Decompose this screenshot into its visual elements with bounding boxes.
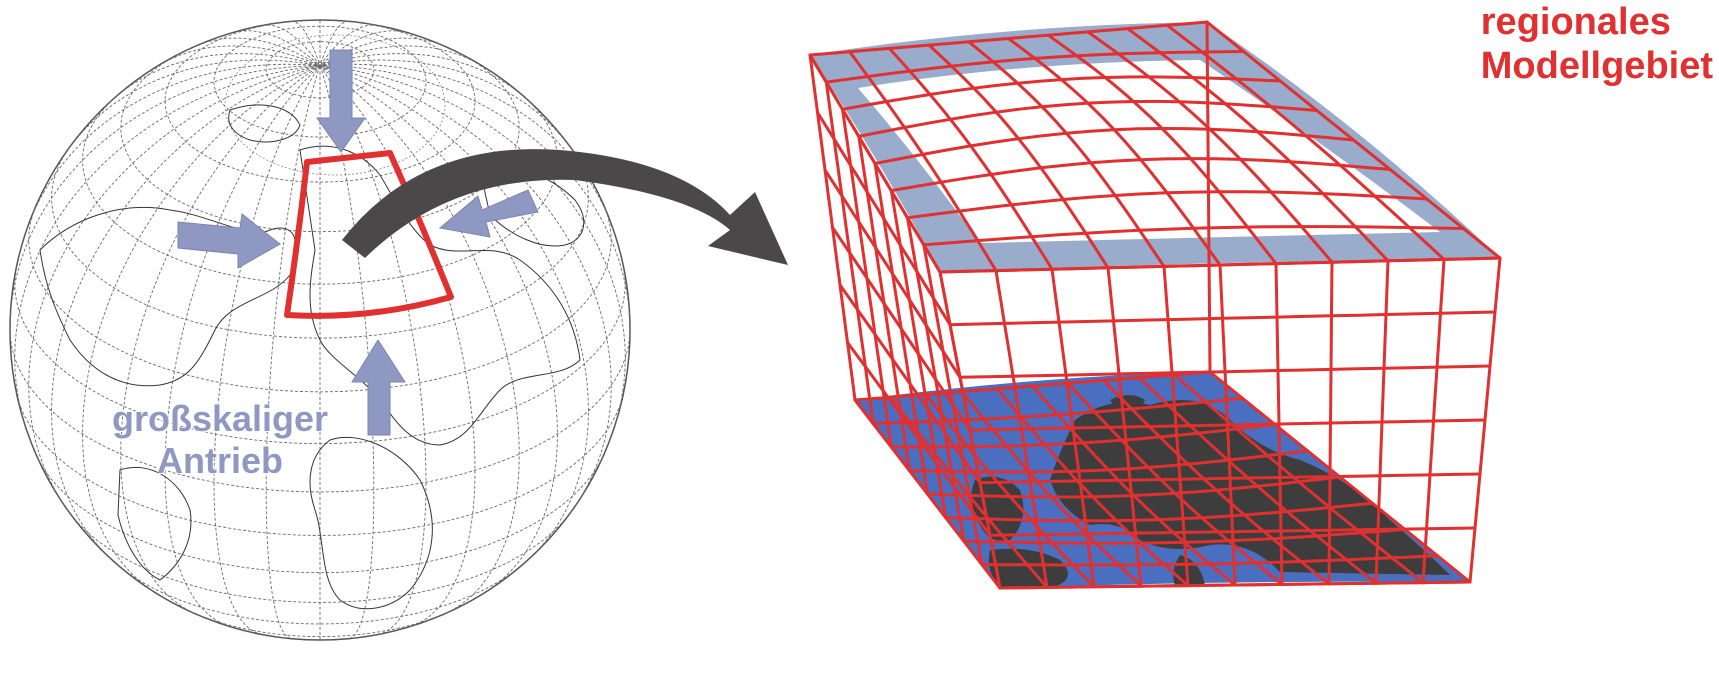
label-line: regionales bbox=[1480, 1, 1671, 43]
grid-line bbox=[857, 99, 1319, 138]
grid-line bbox=[823, 168, 962, 379]
grid-line bbox=[816, 111, 952, 327]
regional-model-box bbox=[808, 20, 1502, 590]
graticule-line bbox=[319, 65, 630, 331]
grid-line bbox=[948, 310, 1497, 327]
graticule-line bbox=[82, 65, 321, 591]
label-line: Antrieb bbox=[157, 440, 284, 481]
graticule-line bbox=[24, 63, 321, 235]
label-line: großskaliger bbox=[112, 398, 329, 439]
grid-line bbox=[871, 396, 1244, 425]
grid-line bbox=[853, 370, 1212, 402]
grid-line bbox=[926, 475, 1342, 499]
grid-line bbox=[1205, 20, 1212, 374]
graticule-line bbox=[213, 25, 427, 138]
grid-line bbox=[831, 226, 972, 432]
grid-line bbox=[808, 53, 942, 274]
graticule-line bbox=[290, 20, 321, 66]
curved-arrow-icon bbox=[342, 149, 788, 265]
graticule-line bbox=[120, 47, 520, 233]
graticule-line bbox=[319, 65, 520, 614]
grid-line bbox=[938, 256, 1502, 274]
graticule-line bbox=[319, 65, 476, 627]
grid-line bbox=[907, 449, 1309, 474]
arrow-icon-left bbox=[177, 213, 281, 269]
graticule-line bbox=[111, 53, 321, 102]
graticule-line bbox=[319, 65, 589, 560]
regional-model-label: regionales Modellgebiet bbox=[1481, 0, 1713, 88]
grid-line bbox=[980, 554, 1439, 567]
graticule-line bbox=[319, 63, 616, 235]
grid-line bbox=[889, 157, 1392, 193]
graticule-line bbox=[262, 24, 321, 66]
grid-line bbox=[873, 126, 1355, 165]
graticule-line bbox=[14, 65, 321, 426]
graticule-line bbox=[265, 65, 321, 640]
top-interior bbox=[858, 60, 1440, 243]
graticule-line bbox=[319, 53, 529, 102]
grid-line bbox=[962, 528, 1407, 545]
grid-line bbox=[838, 283, 982, 485]
grid-line bbox=[958, 364, 1492, 379]
grid-line bbox=[968, 418, 1487, 432]
graticule-line bbox=[319, 65, 612, 511]
grid-line bbox=[906, 190, 1429, 220]
label-line: Modellgebiet bbox=[1480, 45, 1713, 87]
graticule-line bbox=[10, 335, 630, 493]
grid-line bbox=[846, 341, 992, 537]
arrow-icon-top bbox=[316, 49, 366, 153]
graticule-line bbox=[114, 561, 526, 625]
grid-line bbox=[922, 225, 1465, 247]
graticule-line bbox=[319, 20, 350, 66]
graticule-line bbox=[194, 37, 321, 67]
graticule-line bbox=[120, 65, 321, 614]
graticule-line bbox=[28, 65, 321, 511]
grid-line bbox=[889, 423, 1277, 449]
graticule-line bbox=[28, 202, 612, 393]
grid-line bbox=[978, 472, 1482, 485]
graticule-line bbox=[151, 45, 321, 70]
grid-line bbox=[824, 50, 1246, 84]
grid-line bbox=[998, 580, 1472, 590]
graticule-line bbox=[10, 65, 321, 331]
graticule-line bbox=[228, 30, 321, 67]
graticule-line bbox=[319, 65, 626, 426]
grid-line bbox=[944, 501, 1374, 523]
arrow-icon-bottom bbox=[351, 339, 406, 436]
graticule-line bbox=[51, 65, 321, 560]
large-scale-forcing-label: großskaliger Antrieb bbox=[112, 398, 328, 482]
graticule-line bbox=[213, 65, 321, 636]
graticule-line bbox=[319, 65, 558, 591]
arrow-icon-right bbox=[438, 189, 539, 238]
graticule-line bbox=[319, 65, 427, 636]
forcing-arrows bbox=[177, 49, 539, 436]
grid-line bbox=[808, 20, 1209, 57]
